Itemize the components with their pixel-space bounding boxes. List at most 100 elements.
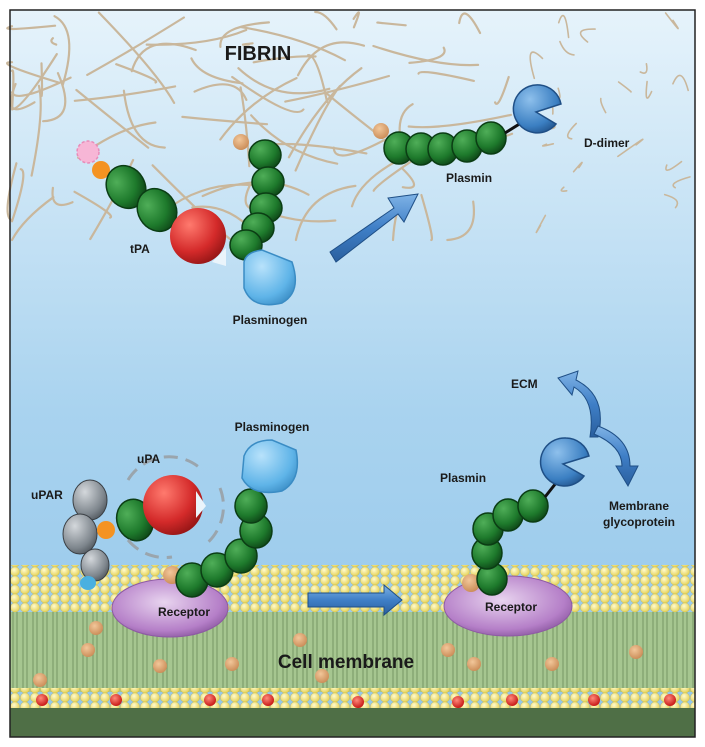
plasmin-protease-head: [512, 84, 562, 134]
fibrin-strand: [190, 57, 244, 85]
d-dimer-fragment: [663, 193, 679, 209]
membrane-base: [10, 708, 695, 737]
receptor-left-label: Receptor: [158, 605, 210, 619]
fibrin-strand: [352, 11, 360, 29]
d-dimer-fragment: [579, 28, 596, 43]
d-dimer-fragment: [664, 12, 679, 30]
cell-membrane-label: Cell membrane: [278, 652, 414, 673]
fibrin-strand: [231, 75, 305, 114]
d-dimer-fragment: [559, 40, 575, 56]
plasmin-protease-head: [539, 437, 590, 487]
fibrin-strand: [51, 186, 74, 207]
fibrin-strand: [408, 46, 446, 64]
membrane-red-bead: [452, 696, 464, 708]
membrane-protein-bead: [629, 645, 643, 659]
membrane-protein-bead: [153, 659, 167, 673]
d-dimer-fragment: [617, 138, 644, 158]
plasmin-top: [373, 84, 562, 166]
membrane-protein-bead: [441, 643, 455, 657]
d-dimer-fragment: [639, 63, 648, 74]
membrane-red-bead: [588, 694, 600, 706]
d-dimer-fragment: [599, 97, 607, 114]
fibrin-strand: [458, 12, 482, 35]
fibrin-strand: [284, 74, 390, 103]
fibrin-strand: [73, 190, 113, 219]
upar-molecule: [62, 479, 110, 590]
fibrin-strand: [122, 89, 166, 149]
fibrin-strand: [53, 15, 71, 87]
upar-domain-3: [80, 548, 110, 582]
motion-arc: [204, 487, 225, 547]
arrow-activation-bottom: [307, 583, 403, 617]
fibrin-strand: [417, 70, 475, 82]
tpa-kringle-2: [136, 187, 178, 233]
fibrin-strand: [372, 44, 480, 67]
fibrin-strand: [130, 42, 197, 73]
fibrin-strand: [250, 114, 339, 165]
arrow-to-ecm: [557, 370, 601, 438]
membrane-glycoprotein-label-line2: glycoprotein: [603, 515, 675, 529]
arrow-to-membrane-glycoprotein: [593, 425, 639, 488]
ecm-label: ECM: [511, 377, 538, 391]
membrane-red-bead: [110, 694, 122, 706]
upa-gfd-domain: [97, 521, 115, 539]
upar-domain-2: [62, 513, 98, 555]
membrane-red-bead: [664, 694, 676, 706]
d-dimer-fragment: [557, 14, 570, 39]
membrane-protein-bead: [33, 673, 47, 687]
motion-arc: [126, 539, 173, 559]
receptor-right: [443, 575, 573, 637]
cell-membrane: [10, 565, 695, 737]
fibrin-strand: [219, 77, 298, 141]
fibrin-strand: [494, 75, 510, 105]
fibrin-strand: [10, 196, 55, 242]
fibrin-strand: [237, 67, 331, 95]
tpa-molecule: [76, 140, 226, 266]
plasminogen-top: [229, 134, 297, 306]
d-dimer-fragment: [566, 122, 577, 140]
plasminogen-kringle: [248, 139, 282, 171]
fibrin-strand: [73, 85, 177, 102]
egf-domain-orange: [92, 161, 110, 179]
d-dimer-fragment: [572, 161, 583, 173]
fibrin-label: FIBRIN: [225, 43, 292, 65]
fibrin-strand: [10, 168, 25, 223]
receptor-right-label: Receptor: [485, 600, 537, 614]
membrane-protein-bead: [315, 669, 329, 683]
fibrin-strand: [6, 24, 57, 31]
membrane-red-bead: [262, 694, 274, 706]
membrane-protein-bead: [81, 643, 95, 657]
membrane-protein-bead: [293, 633, 307, 647]
gpi-anchor: [80, 576, 96, 590]
d-dimer-fragment: [529, 51, 544, 80]
fibrin-strand: [193, 83, 248, 101]
plasmin-bottom: [462, 437, 590, 596]
membrane-protein-bead: [467, 657, 481, 671]
plasmin-kringle: [475, 121, 507, 155]
plasminogen-protease-head: [241, 439, 299, 494]
fibrin-strand: [10, 76, 72, 97]
membrane-red-bead: [506, 694, 518, 706]
upa-molecule: [97, 455, 225, 559]
fibrin-strand: [86, 16, 185, 76]
fibrin-strand: [420, 193, 433, 242]
fibrin-strand: [296, 41, 366, 77]
figure-border: [9, 9, 696, 738]
plasmin-top-label: Plasmin: [446, 171, 492, 185]
membrane-red-bead: [204, 694, 216, 706]
membrane-protein-bead: [545, 657, 559, 671]
upa-protease-domain: [143, 475, 206, 535]
fibrin-strand: [294, 184, 357, 242]
upar-label: uPAR: [31, 488, 63, 502]
membrane-red-bead: [352, 696, 364, 708]
d-dimer-fragment: [535, 214, 547, 234]
arrow-activation-top: [329, 193, 419, 263]
fibrin-mesh: [6, 10, 514, 242]
fibrin-strand: [39, 62, 44, 98]
fibrin-strand: [97, 11, 176, 104]
motion-arc: [126, 455, 201, 481]
membrane-glycoprotein-label-line1: Membrane: [609, 499, 669, 513]
fibrin-strand: [219, 21, 270, 48]
membrane-protein-bead: [225, 657, 239, 671]
membrane-red-bead: [36, 694, 48, 706]
